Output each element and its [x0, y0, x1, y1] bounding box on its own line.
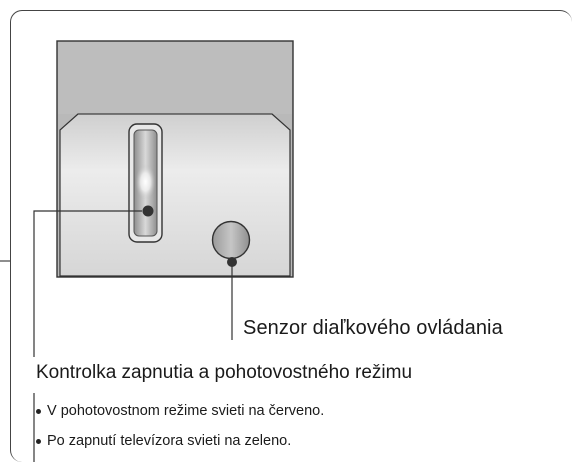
- panel-top-band: [58, 42, 292, 114]
- panel-face: [59, 113, 291, 277]
- content-frame: [10, 10, 572, 462]
- bullet-text: V pohotovostnom režime svieti na červeno…: [47, 403, 325, 419]
- power-indicator-dot: [142, 205, 154, 217]
- power-indicator-leader: [33, 210, 142, 357]
- indicator-glow: [135, 164, 156, 200]
- bullet-text: Po zapnutí televízora svieti na zeleno.: [47, 433, 292, 449]
- list-item: Po zapnutí televízora svieti na zeleno.: [36, 426, 324, 456]
- list-item: V pohotovostnom režime svieti na červeno…: [36, 396, 324, 426]
- remote-sensor-dot: [227, 257, 237, 267]
- remote-sensor: [211, 220, 251, 260]
- remote-sensor-label: Senzor diaľkového ovládania: [243, 317, 503, 339]
- power-indicator-label: Kontrolka zapnutia a pohotovostného reži…: [36, 362, 413, 383]
- bullet-icon: [36, 408, 41, 414]
- bullet-icon: [36, 438, 41, 444]
- indicator-notes: V pohotovostnom režime svieti na červeno…: [36, 396, 324, 456]
